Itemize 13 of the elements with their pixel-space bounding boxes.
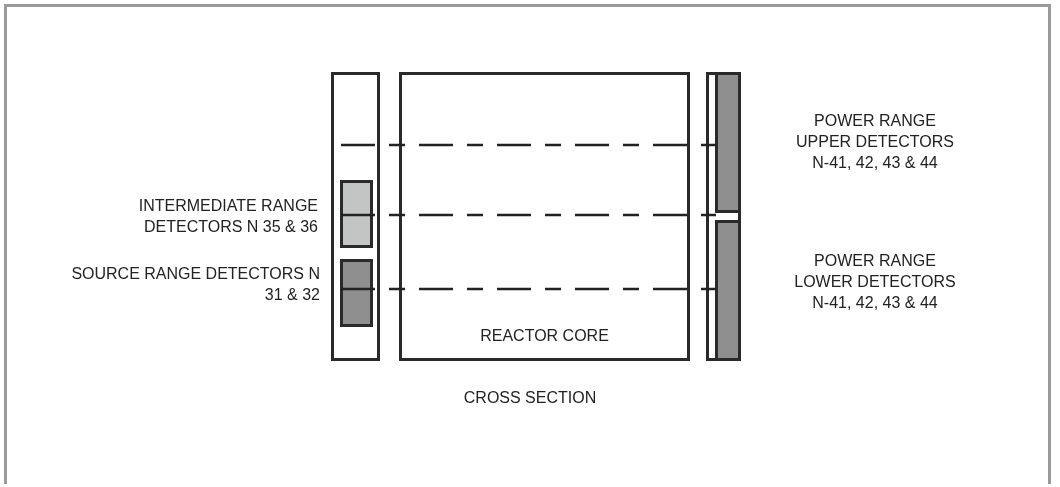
core-label: REACTOR CORE [479, 326, 610, 346]
detector-box [715, 72, 741, 213]
detector-label: SOURCE RANGE DETECTORS N 31 & 32 [70, 264, 320, 305]
detector-box [715, 220, 741, 361]
detector-label: INTERMEDIATE RANGE DETECTORS N 35 & 36 [137, 196, 318, 237]
detector-well [706, 72, 741, 361]
detector-label: POWER RANGE UPPER DETECTORS N-41, 42, 43 & 44 [795, 111, 955, 173]
detector-box [340, 180, 373, 248]
section-label: CROSS SECTION [462, 388, 598, 408]
reactor-core-box [399, 72, 690, 361]
detector-well [331, 72, 380, 361]
detector-box [340, 259, 373, 327]
detector-label: POWER RANGE LOWER DETECTORS N-41, 42, 43 & 44 [793, 251, 957, 313]
